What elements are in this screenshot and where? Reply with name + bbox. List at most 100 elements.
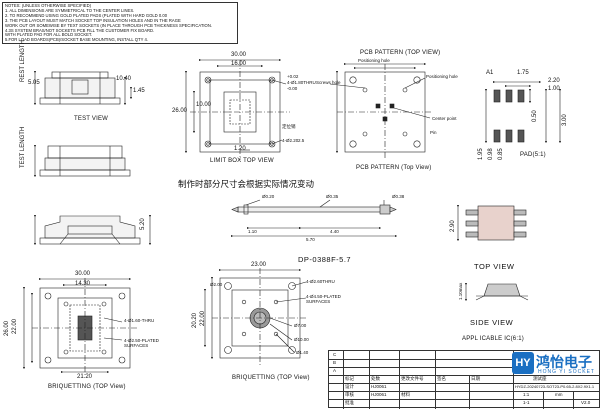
note-line: 1. ALL DIMENSIONS ARE SYMMETRICAL TO THE…: [5, 8, 135, 13]
dim-ic-290: 2.90: [450, 220, 456, 232]
pcb-positioning-hole-label: Positioning hole: [358, 58, 390, 63]
col-mark: 标记: [345, 377, 354, 382]
pad-caption: PAD(5:1): [520, 152, 546, 158]
briquetting-middle-caption: BRIQUETTING (TOP View): [232, 375, 310, 381]
drawing-number: HYDZ-20240723-SOT23-P0.65-2.8X2.9X1.1: [515, 384, 595, 389]
units: mm: [555, 392, 563, 397]
dim-limit-25: 2.5: [298, 138, 305, 143]
company-name-en: HONG YI SOCKET: [538, 369, 595, 375]
col-sign: 签名: [437, 377, 446, 382]
rest-length-label: REST LENGTH: [20, 40, 26, 82]
note-line: 4.3S SYSTEM BRAS/NOT SOCKETS PCB FILL TH…: [5, 28, 155, 33]
dim-limit-10: 10.00: [196, 102, 212, 108]
dim-bq-thru: 4-Ø1.60-THRU: [124, 318, 155, 323]
dim-pin-440: 4.40: [330, 229, 339, 234]
dim-limit-26: 26.00: [172, 108, 188, 114]
rev-b: B: [333, 360, 337, 365]
note-line: 2. TO RECOMMEND USING GOLD PLATED PADS (…: [5, 13, 168, 18]
test-view-socket-profile: [33, 214, 152, 246]
dim-limit-thru: 4-Ø1.80THRU: [287, 80, 316, 85]
dim-pin-110: 1.10: [248, 229, 257, 234]
dim-bq2-2200: 22.00: [200, 310, 206, 326]
dim-bq2-2300: 23.00: [251, 262, 267, 268]
dim-pad-098: 0.98: [488, 148, 494, 160]
dim-bq-w: 30.00: [75, 271, 91, 277]
dim-pad-100: 1.00: [548, 86, 560, 92]
code-1: HJ0061: [371, 384, 387, 389]
dim-test-145: 1.45: [133, 88, 145, 94]
pogo-pin: [230, 199, 398, 238]
pcb-screw-hole-label: Screws hole: [316, 80, 341, 85]
dim-pin-035: Ø0.35: [326, 194, 339, 199]
dim-pad-085: 0.85: [498, 148, 504, 160]
dim-pin-020: Ø0.20: [262, 194, 275, 199]
dim-bq2-7: Ø7.00: [294, 323, 307, 328]
dim-bq-26: 26.00: [4, 320, 10, 336]
test-seat-label: 测试座: [533, 377, 547, 382]
limit-pin-label: 定位销: [282, 125, 296, 130]
dim-limit-120: 1.20: [234, 146, 246, 152]
ic-side-view-caption: SIDE VIEW: [470, 318, 514, 327]
briquetting-left-caption: BRIQUETTING (TOP View): [48, 384, 126, 390]
dim-bq2-2020: 20.20: [192, 312, 198, 328]
dim-pin-570: 5.70: [306, 237, 315, 242]
dim-pin-038: Ø0.38: [392, 194, 405, 199]
col-date: 日期: [471, 377, 480, 382]
row-approve: 批准: [345, 401, 354, 406]
part-number: DP-0388F-5.7: [298, 255, 352, 264]
dim-bq-22: 22.00: [12, 318, 18, 334]
dim-bq-1430: 14.30: [75, 281, 91, 287]
limit-box-outline: [184, 58, 290, 160]
ic-side-view: [464, 282, 529, 302]
dim-pin-520: 5.20: [140, 218, 146, 230]
dim-bq2-140: Ø1.40: [296, 350, 309, 355]
dim-pad-220: 2.20: [548, 78, 560, 84]
briquetting-left: [22, 277, 138, 376]
limit-box-caption: LIMIT BOX TOP VIEW: [210, 158, 274, 164]
pad-a1-label: A1: [486, 70, 494, 76]
note-line: 5.FOR LOAD BOARDS(PCB)/SOCKET BASE MOUNT…: [5, 38, 148, 43]
dim-limit-tol-plus: +0.02: [287, 74, 299, 79]
dim-test-1040: 10.40: [116, 76, 132, 82]
dim-pad-050: 0.50: [532, 110, 538, 122]
ic-top-view: [456, 204, 527, 242]
dim-limit-16: 16.00: [231, 61, 247, 67]
dim-limit-pos: 4-Ø2.20: [282, 138, 299, 143]
pcb-positioning-hole-label-2: Positioning hole: [426, 74, 458, 79]
ic-top-view-caption: TOP VIEW: [474, 262, 515, 271]
dim-bq-plated: 4-Ø2.50-PLATED SURFACES: [124, 338, 159, 348]
applicable-ic-caption: APPL ICABLE IC(6:1): [462, 336, 524, 342]
version: V2.0: [581, 400, 591, 405]
briquetting-middle: [203, 268, 308, 366]
pcb-center-point-label: Center point: [432, 116, 457, 121]
col-count: 处数: [371, 377, 380, 382]
pcb-pin-label: Pin: [430, 130, 437, 135]
rev-a: A: [333, 368, 337, 373]
pcb-pattern-bottom-caption: PCB PATTERN (Top View): [356, 165, 432, 171]
dim-ic-110: 1.10max: [458, 282, 463, 300]
dim-bq2-20: Ø2.00: [210, 282, 223, 287]
row-designer: 设计: [345, 385, 354, 390]
dim-bq2-plated: 4-Ø4.50-PLATED SURFACES: [306, 294, 341, 304]
pcb-pattern-board: [329, 62, 433, 160]
dim-bq2-10: Ø10.00: [294, 337, 309, 342]
rev-c: C: [333, 352, 337, 357]
notes-box: NOTES: (UNLESS OTHERWISE SPECIFIED) 1. A…: [2, 2, 238, 44]
dim-pad-195: 1.95: [478, 148, 484, 160]
sheet: 1-1: [523, 400, 530, 405]
note-line: NOTES: (UNLESS OTHERWISE SPECIFIED): [5, 4, 92, 8]
dim-limit-w: 30.00: [231, 52, 247, 58]
dim-limit-tol-minus: -0.00: [287, 86, 298, 91]
scale: 1:1: [523, 392, 530, 397]
dim-test-505: 5.05: [28, 80, 40, 86]
dim-pad-300: 3.00: [562, 114, 568, 126]
fabrication-note: 制作时部分尺寸会根据实际情况变动: [178, 180, 315, 190]
title-block: C B A 标记 处数 更改文件号 签名 日期 设计 HJ0061 审核 HJ0…: [328, 350, 600, 409]
test-view-caption: TEST VIEW: [74, 116, 109, 122]
code-2: HJ0061: [371, 392, 387, 397]
dim-bq2-thru: 4-Ø2.60THRU: [306, 279, 335, 284]
test-view-bottom-profile: [33, 144, 131, 178]
company-name-cn: 鸿怡电子: [536, 355, 592, 371]
col-change: 更改文件号: [401, 377, 424, 382]
